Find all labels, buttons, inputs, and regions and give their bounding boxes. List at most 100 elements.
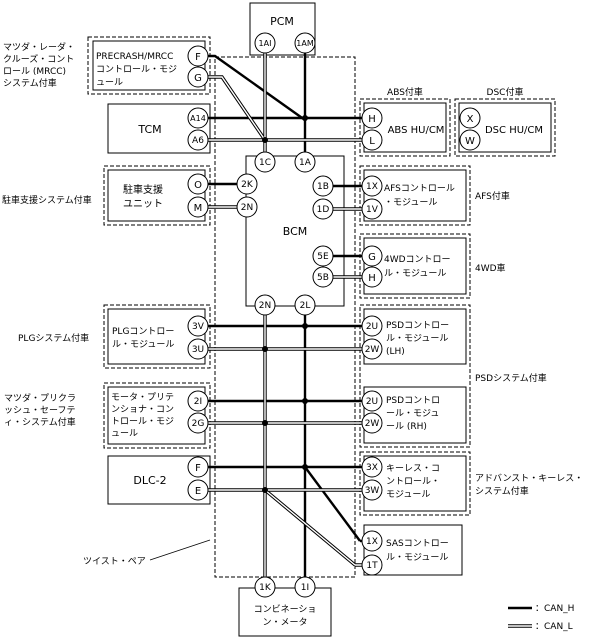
afs-pin-1: 1X bbox=[366, 182, 378, 192]
afs-label-2: ・モジュール bbox=[384, 198, 437, 208]
plg-option: PLGシステム付車 bbox=[18, 332, 89, 344]
mrcc-option-3: ロール (MRCC) bbox=[3, 67, 66, 77]
twisted-pair-leader bbox=[149, 539, 211, 561]
twisted-pair-label: ツイスト・ペア bbox=[83, 557, 146, 567]
dsc-pin-1: X bbox=[467, 114, 474, 125]
pretensioner-pin-1: 2I bbox=[194, 397, 202, 407]
psd-option-frame bbox=[359, 304, 471, 448]
psd-lh-pin-1: 2U bbox=[366, 322, 378, 332]
keyless-option-2: システム付車 bbox=[475, 485, 529, 497]
awd-pin-1: G bbox=[368, 252, 376, 263]
pretensioner-option-3: ィ・システム付車 bbox=[4, 416, 76, 428]
keyless-label-2: ントロール・ bbox=[386, 477, 440, 487]
dlc-label: DLC-2 bbox=[133, 474, 166, 487]
combi-label-2: ン・メータ bbox=[262, 617, 307, 628]
pcm-pin-2: 1AM bbox=[296, 39, 314, 48]
psd-rh-label-2: ール・モジュ bbox=[386, 409, 439, 419]
psd-option: PSDシステム付車 bbox=[475, 372, 547, 384]
parking-label-1: 駐車支援 bbox=[123, 183, 163, 196]
awd-pin-2: H bbox=[368, 273, 376, 284]
awd-label-2: ル・モジュール bbox=[384, 269, 446, 279]
abs-label: ABS HU/CM bbox=[388, 125, 445, 136]
afs-label-1: AFSコントロール bbox=[384, 184, 455, 194]
pretensioner-label-4: ュール bbox=[111, 429, 138, 439]
bcm-pin-2l: 2L bbox=[300, 301, 311, 311]
mrcc-option-2: クルーズ・コント bbox=[3, 53, 74, 65]
keyless-option-1: アドバンスト・キーレス・ bbox=[475, 473, 583, 484]
plg-pin-2: 3U bbox=[192, 345, 204, 355]
awd-label-1: 4WDコントロー bbox=[384, 255, 451, 265]
afs-pin-2: 1V bbox=[366, 205, 379, 215]
junction-dots bbox=[262, 115, 308, 493]
afs-option: AFS付車 bbox=[475, 190, 510, 202]
plg-pin-1: 3V bbox=[192, 322, 205, 332]
legend-can-h-label: ：CAN_H bbox=[535, 604, 574, 614]
bcm-pin-2n-left: 2N bbox=[241, 203, 253, 213]
pretensioner-option-2: ッシュ・セーフテ bbox=[4, 405, 75, 416]
parking-box bbox=[107, 169, 206, 222]
legend-can-l-label: ：CAN_L bbox=[535, 622, 573, 632]
tcm-label: TCM bbox=[137, 123, 161, 136]
dsc-label: DSC HU/CM bbox=[485, 125, 543, 136]
plg-box bbox=[107, 308, 206, 365]
abs-option: ABS付車 bbox=[387, 86, 423, 98]
keyless-label-3: モジュール bbox=[386, 490, 430, 500]
pretensioner-label-3: トロール・モジ bbox=[111, 417, 174, 427]
tcm-pin-1: A14 bbox=[190, 114, 206, 123]
bcm-pin-5e: 5E bbox=[317, 252, 329, 262]
pretensioner-option-frame bbox=[103, 382, 211, 449]
mrcc-option-4: システム付車 bbox=[3, 77, 57, 89]
keyless-label-1: キーレス・コ bbox=[386, 464, 440, 474]
pretensioner-option-1: マツダ・プリクラ bbox=[4, 392, 76, 404]
mrcc-option-frame bbox=[87, 36, 211, 95]
psd-rh-pin-2: 2W bbox=[365, 419, 380, 429]
combi-pin-2: 1I bbox=[301, 583, 309, 593]
abs-pin-2: L bbox=[369, 136, 375, 147]
psd-rh-pin-1: 2U bbox=[366, 397, 378, 407]
afs-option-frame bbox=[359, 165, 471, 226]
keyless-option-frame bbox=[359, 451, 471, 516]
awd-box bbox=[363, 237, 467, 295]
dlc-pin-1: F bbox=[195, 463, 201, 474]
keyless-pin-1: 3X bbox=[366, 463, 378, 473]
pretensioner-label-1: モータ・プリテ bbox=[111, 392, 174, 403]
abs-pin-1: H bbox=[368, 114, 376, 125]
keyless-pin-2: 3W bbox=[365, 486, 380, 496]
plg-label-2: ル・モジュール bbox=[112, 340, 174, 350]
dsc-pin-2: W bbox=[465, 136, 475, 147]
awd-option: 4WD車 bbox=[475, 262, 506, 274]
psd-lh-pin-2: 2W bbox=[365, 345, 380, 355]
connector-circles bbox=[187, 32, 481, 598]
mrcc-label-1: PRECRASH/MRCC bbox=[96, 52, 173, 62]
psd-lh-label-2: ル・モジュール bbox=[386, 334, 448, 344]
bcm-pin-1a: 1A bbox=[299, 158, 312, 168]
plg-label-1: PLGコントロー bbox=[112, 327, 174, 337]
bcm-pin-5b: 5B bbox=[317, 273, 329, 283]
combi-label-1: コンビネーショ bbox=[254, 604, 317, 615]
sas-label-1: SASコントロー bbox=[386, 539, 449, 549]
psd-lh-label-1: PSDコントロー bbox=[386, 321, 449, 331]
plg-option-frame bbox=[103, 304, 211, 369]
pretensioner-pin-2: 2G bbox=[192, 419, 205, 429]
sas-label-2: ル・モジュール bbox=[386, 553, 448, 563]
abs-option-frame bbox=[359, 98, 451, 157]
parking-pin-1: O bbox=[194, 180, 202, 191]
awd-option-frame bbox=[359, 233, 471, 299]
psd-rh-label-3: ール (RH) bbox=[386, 422, 427, 432]
parking-pin-2: M bbox=[194, 203, 203, 214]
dlc-pin-2: E bbox=[195, 486, 201, 497]
mrcc-pin-1: F bbox=[195, 52, 201, 63]
dsc-option-frame bbox=[454, 98, 556, 157]
psd-lh-label-3: (LH) bbox=[386, 347, 405, 357]
combi-box bbox=[238, 587, 332, 637]
tcm-pin-2: A6 bbox=[192, 136, 204, 146]
combi-pin-1: 1K bbox=[259, 583, 272, 593]
mrcc-label-2: コントロール・モジ bbox=[96, 65, 177, 75]
bcm-pin-2n-bottom: 2N bbox=[259, 301, 271, 311]
twisted-pair-harness bbox=[214, 56, 356, 578]
sas-pin-1: 1X bbox=[366, 537, 378, 547]
bcm-label: BCM bbox=[283, 225, 308, 238]
can-l-wires bbox=[198, 43, 372, 587]
bcm-pin-1b: 1B bbox=[317, 182, 329, 192]
mrcc-option-1: マツダ・レーダ・ bbox=[3, 41, 75, 53]
